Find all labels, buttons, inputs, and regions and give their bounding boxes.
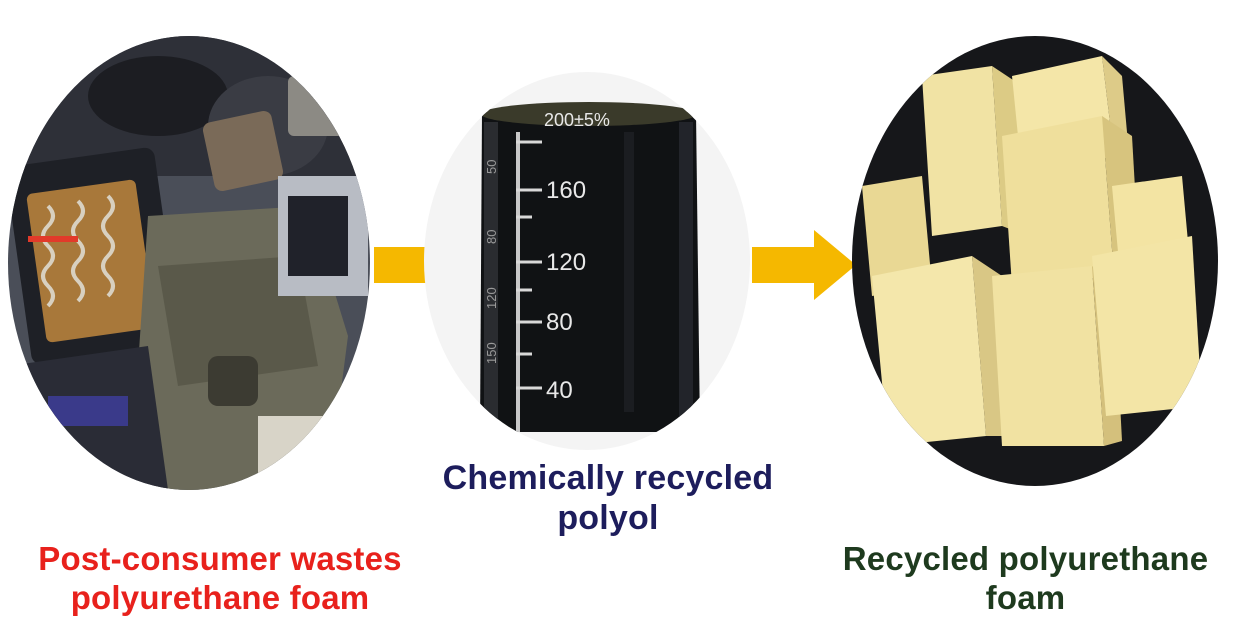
caption-line: polyol — [557, 499, 659, 538]
caption-line: foam — [985, 578, 1066, 616]
polyol-beaker-photo: 200±5% 160 120 80 40 50 80 120 150 — [424, 72, 750, 450]
caption-line: Chemically recycled — [442, 459, 774, 497]
caption-line: Post-consumer wastes — [38, 540, 402, 577]
beaker-side-label: 150 — [484, 342, 499, 364]
caption-line: Recycled polyurethane — [842, 540, 1209, 577]
beaker-scale-label: 120 — [546, 249, 586, 276]
waste-foam-photo — [8, 36, 370, 490]
beaker-side-label: 50 — [484, 160, 499, 174]
recycled-foam-photo — [852, 36, 1218, 486]
beaker-side-label: 120 — [484, 287, 499, 309]
beaker-side-label: 80 — [484, 230, 499, 244]
recycled-foam-caption: Recycled polyurethane foam — [810, 540, 1241, 618]
beaker-scale-label: 80 — [546, 309, 573, 336]
top-strip — [0, 0, 1241, 28]
caption-line: polyurethane foam — [70, 578, 370, 616]
process-arrow-2 — [752, 230, 856, 300]
beaker-volume-label: 200±5% — [544, 110, 610, 130]
beaker-scale-label: 40 — [546, 377, 573, 404]
polyol-caption: Chemically recycled polyol — [398, 458, 818, 538]
beaker-scale-label: 160 — [546, 177, 586, 204]
waste-foam-caption: Post-consumer wastes polyurethane foam — [0, 540, 440, 618]
